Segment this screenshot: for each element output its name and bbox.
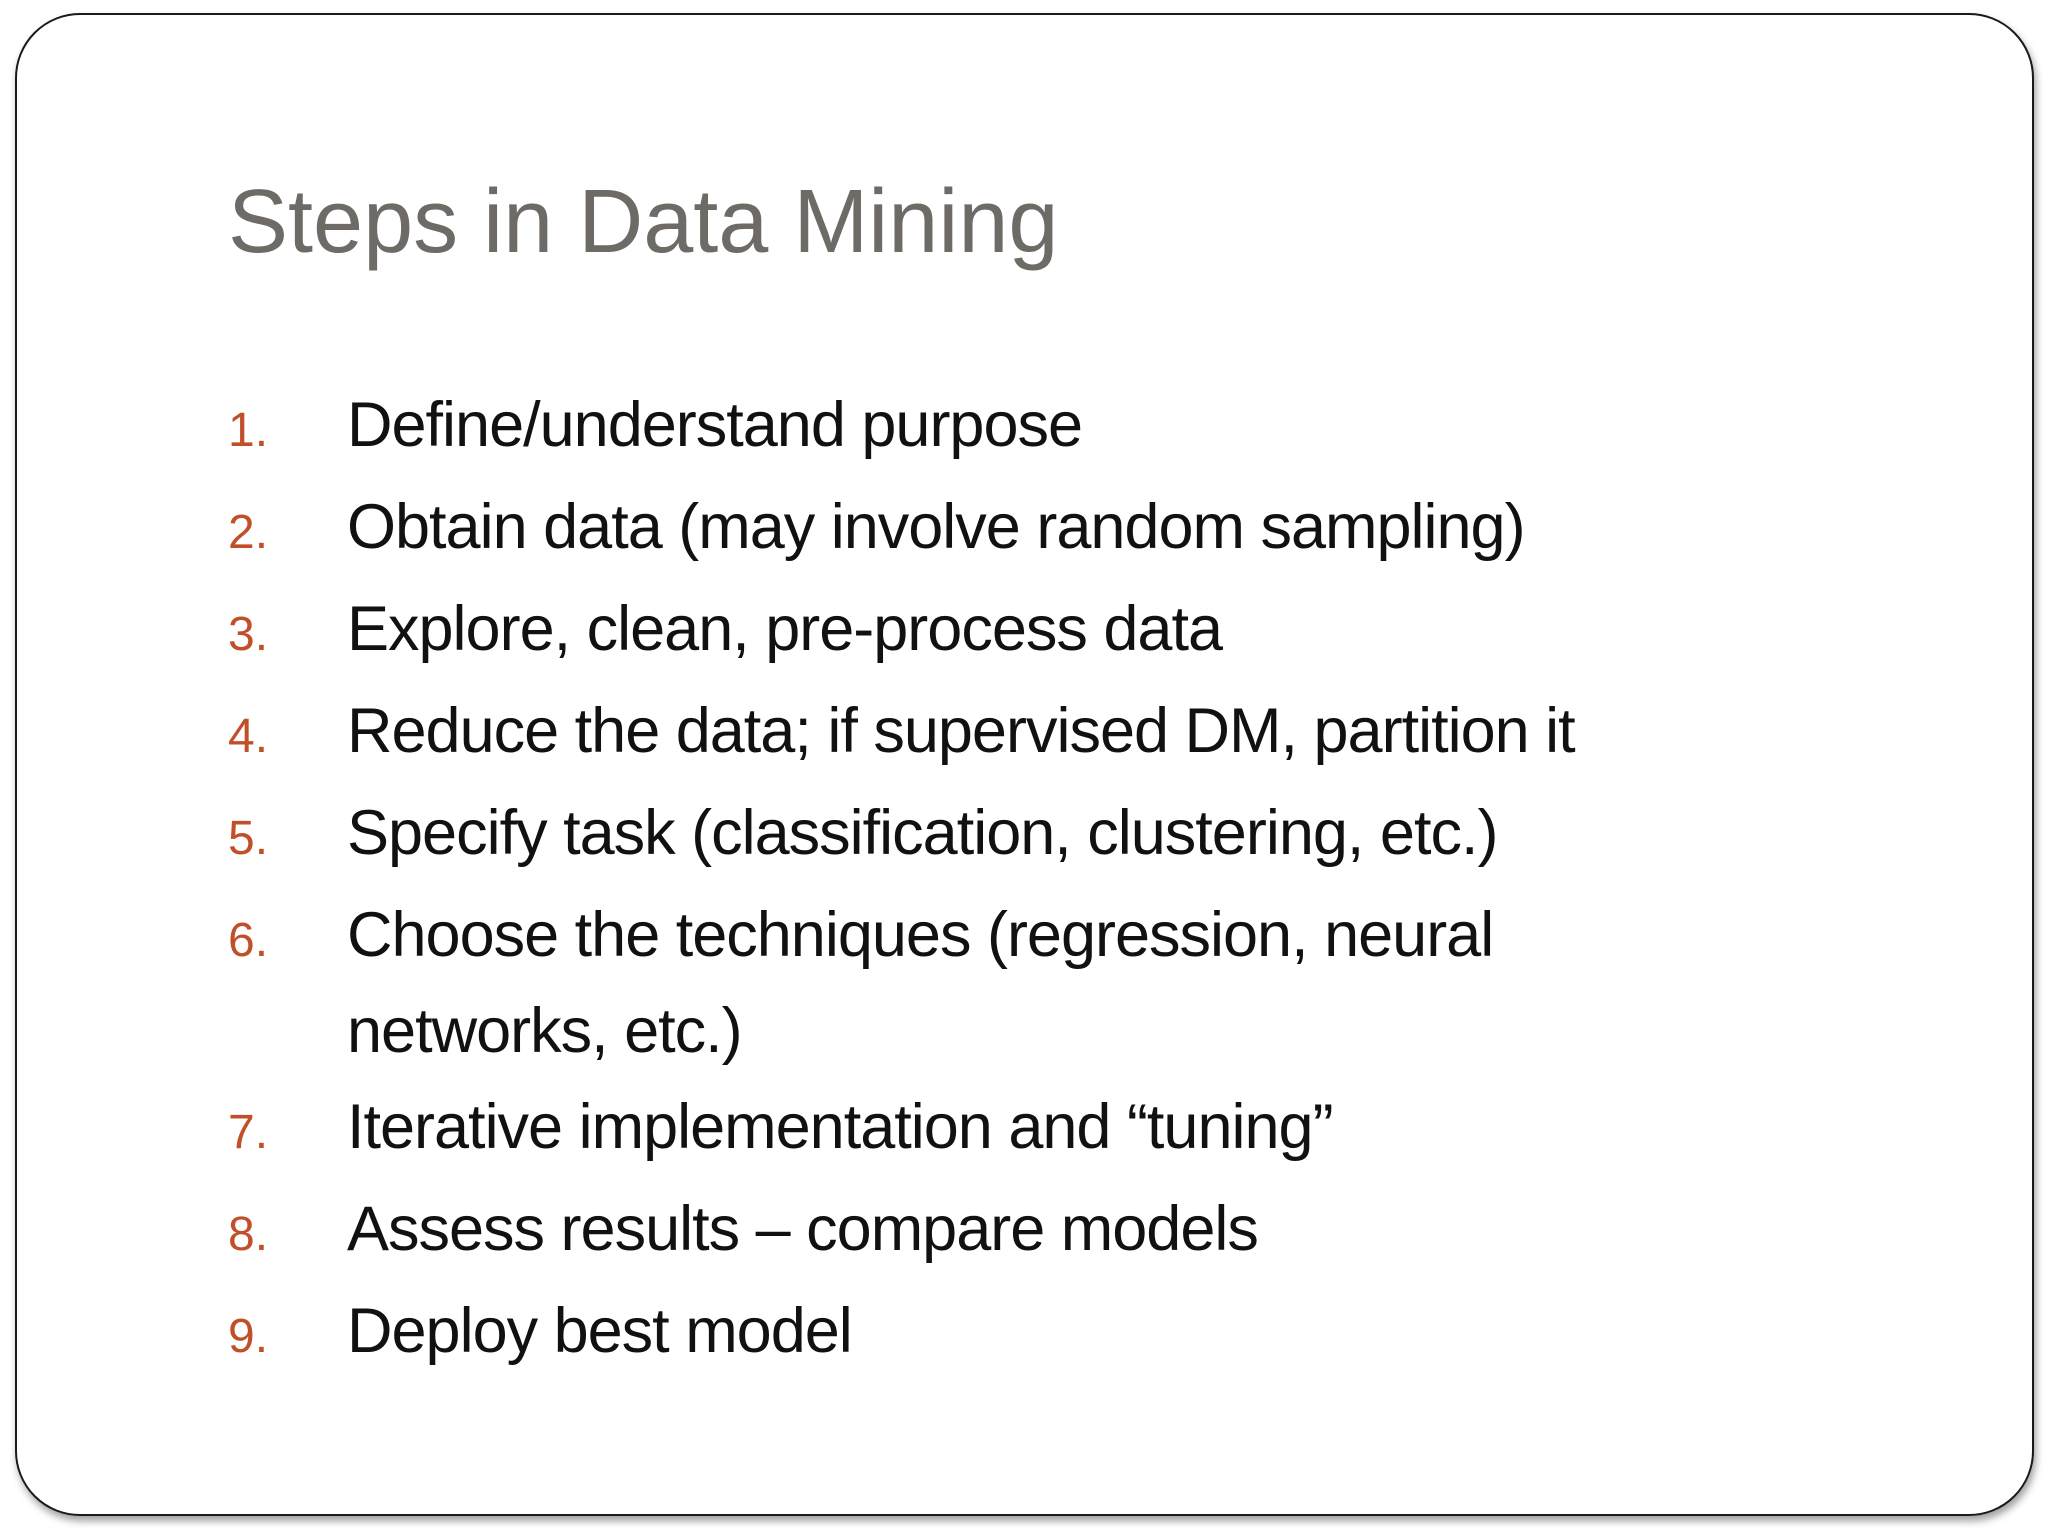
list-item: 1. Define/understand purpose <box>228 377 1992 479</box>
list-item-number: 5. <box>228 812 269 865</box>
list-item: 8. Assess results – compare models <box>228 1181 1992 1283</box>
list-item: 6. Choose the techniques (regression, neu… <box>228 887 1992 1079</box>
steps-list: 1. Define/understand purpose 2. Obtain data… <box>228 377 1992 1385</box>
list-item-number: 6. <box>228 914 269 967</box>
slide: Steps in Data Mining 1. Define/understand… <box>15 13 2034 1516</box>
list-item: 4. Reduce the data; if supervised DM, par… <box>228 683 1992 785</box>
list-item-number: 8. <box>228 1208 269 1261</box>
list-item: 7. Iterative implementation and “tuning” <box>228 1079 1992 1181</box>
list-item-number: 4. <box>228 710 269 763</box>
list-item-text: Reduce the data; if supervised DM, parti… <box>347 696 1576 766</box>
list-item-number: 7. <box>228 1106 269 1159</box>
list-item-text: Assess results – compare models <box>347 1194 1259 1264</box>
list-item-text: Specify task (classification, clustering… <box>347 798 1498 868</box>
list-item-text: Define/understand purpose <box>347 390 1083 460</box>
list-item: 9. Deploy best model <box>228 1283 1992 1385</box>
list-item-number: 3. <box>228 608 269 661</box>
slide-title: Steps in Data Mining <box>228 172 1059 272</box>
list-item: 5. Specify task (classification, clusteri… <box>228 785 1992 887</box>
list-item-number: 2. <box>228 506 269 559</box>
list-item-number: 1. <box>228 404 269 457</box>
slide-content: Steps in Data Mining 1. Define/understand… <box>17 15 2032 1385</box>
list-item: 3. Explore, clean, pre-process data <box>228 581 1992 683</box>
list-item-text: Iterative implementation and “tuning” <box>347 1092 1334 1162</box>
list-item-text: Explore, clean, pre-process data <box>347 594 1223 664</box>
list-item-text: Obtain data (may involve random sampling… <box>347 492 1526 562</box>
list-item-number: 9. <box>228 1310 269 1363</box>
list-item-text: Deploy best model <box>347 1296 853 1366</box>
list-item-text: Choose the techniques (regression, neura… <box>347 900 1494 1066</box>
list-item: 2. Obtain data (may involve random sampli… <box>228 479 1992 581</box>
